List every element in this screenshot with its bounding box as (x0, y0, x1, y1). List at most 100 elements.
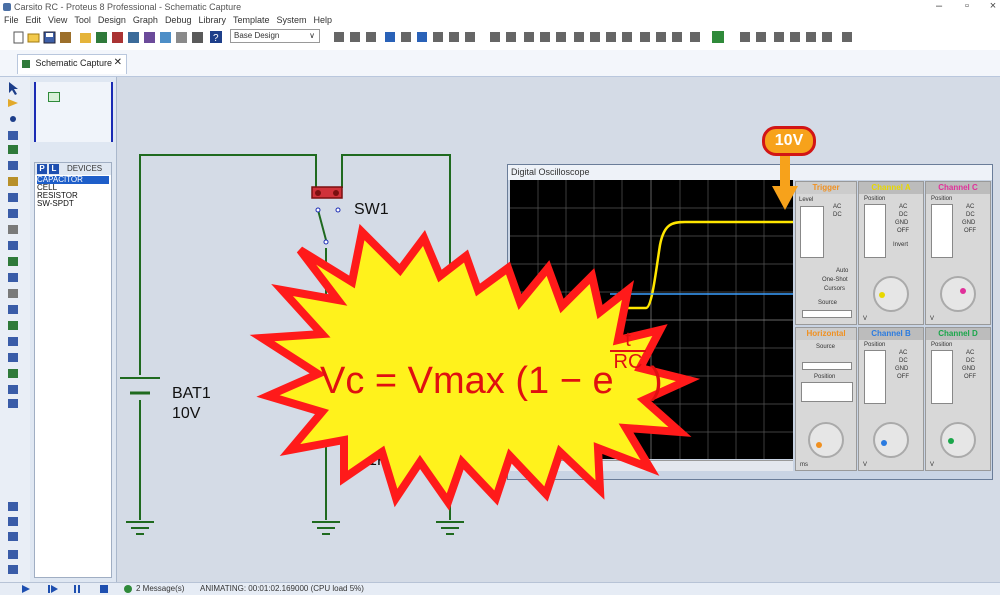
gerber-icon[interactable] (144, 32, 155, 43)
channel-c-position-dial[interactable] (931, 204, 953, 258)
overview-window[interactable] (34, 82, 113, 142)
help-icon[interactable]: ? (210, 31, 222, 44)
chevron-down-icon: ∨ (309, 31, 315, 40)
channel-c-gnd-label: GND (962, 220, 976, 226)
horizontal-unit: ms (800, 462, 808, 468)
channel-b-gnd-label: GND (895, 366, 909, 372)
channel-d-gnd-label: GND (962, 366, 976, 372)
toolbar: ? Base Design ∨ (0, 27, 1000, 47)
menu-design[interactable]: Design (97, 15, 126, 25)
tab-close-icon[interactable]: ✕ (113, 57, 122, 68)
channel-b-heading: Channel B (859, 328, 923, 340)
battery-label: BAT1 (172, 385, 211, 402)
menu-system[interactable]: System (276, 15, 307, 25)
formula-close-paren: ) (650, 360, 663, 402)
toolbar-group-2[interactable] (334, 31, 852, 43)
side-panel: P L DEVICES CAPACITOR CELL RESISTOR SW-S… (30, 77, 117, 582)
menu-graph[interactable]: Graph (132, 15, 158, 25)
step-button[interactable] (48, 585, 58, 593)
switch-label: SW1 (354, 201, 389, 218)
bom-icon[interactable] (160, 32, 171, 43)
channel-d-unit: V (930, 462, 935, 468)
channel-b-unit: V (863, 462, 868, 468)
message-count[interactable]: 2 Message(s) (136, 584, 185, 593)
channel-c-position-label: Position (931, 196, 953, 202)
minimize-button[interactable]: – (935, 0, 943, 12)
schematic-icon[interactable] (96, 32, 107, 43)
source-icon[interactable] (192, 32, 203, 43)
battery-value: 10V (172, 405, 201, 422)
mode-tool-icons (8, 82, 18, 574)
mode-tools[interactable] (8, 131, 18, 408)
horizontal-heading: Horizontal (796, 328, 856, 340)
close-button[interactable]: × (989, 0, 997, 12)
new-file-icon[interactable] (13, 31, 24, 44)
menu-edit[interactable]: Edit (25, 15, 42, 25)
home-icon[interactable] (80, 33, 91, 43)
battery-bat1[interactable] (120, 377, 160, 395)
selection-mode-icon[interactable] (9, 82, 18, 95)
maximize-button[interactable]: ▫ (965, 0, 969, 12)
title-bar: Carsito RC - Proteus 8 Professional - Sc… (0, 0, 1000, 14)
channel-c-volts-knob[interactable] (940, 276, 976, 312)
menu-file[interactable]: File (4, 15, 19, 25)
list-item[interactable]: CELL (37, 183, 58, 192)
pause-button[interactable] (74, 585, 80, 593)
devices-list[interactable]: P L DEVICES CAPACITOR CELL RESISTOR SW-S… (34, 162, 112, 578)
channel-b-panel: Channel B Position AC DC GND OFF V (858, 327, 924, 471)
knob-indicator-icon (960, 288, 966, 294)
pick-devices-button[interactable]: P (37, 164, 47, 174)
list-item[interactable]: SW-SPDT (37, 199, 74, 208)
channel-d-volts-knob[interactable] (940, 422, 976, 458)
design-select[interactable]: Base Design ∨ (230, 29, 320, 43)
horizontal-source-slider[interactable] (802, 362, 852, 370)
menu-help[interactable]: Help (313, 15, 333, 25)
trigger-auto-label: Auto (836, 268, 849, 274)
menu-library[interactable]: Library (198, 15, 226, 25)
devices-header: P L DEVICES (35, 163, 111, 175)
voltage-callout: 10V (762, 126, 816, 156)
channel-b-volts-knob[interactable] (873, 422, 909, 458)
list-item[interactable]: CAPACITOR (37, 176, 109, 184)
component-mode-icon[interactable] (8, 99, 18, 107)
channel-b-off-label: OFF (897, 374, 909, 380)
menu-view[interactable]: View (48, 15, 68, 25)
channel-c-dc-label: DC (966, 212, 975, 218)
library-manager-button[interactable]: L (49, 164, 59, 174)
channel-d-off-label: OFF (964, 374, 976, 380)
horizontal-position-dial[interactable] (801, 382, 853, 402)
simulation-status: ANIMATING: 00:01:02.169000 (CPU load 5%) (200, 584, 364, 593)
tab-schematic-capture[interactable]: Schematic Capture ✕ (17, 54, 127, 74)
oscilloscope-title: Digital Oscilloscope (508, 165, 992, 180)
channel-d-position-dial[interactable] (931, 350, 953, 404)
junction-mode-icon[interactable] (10, 116, 16, 122)
open-folder-icon[interactable] (27, 33, 40, 43)
import-icon[interactable] (60, 32, 71, 43)
3d-icon[interactable] (128, 32, 139, 43)
trigger-level-dial[interactable] (800, 206, 824, 258)
horizontal-time-knob[interactable] (808, 422, 844, 458)
list-item[interactable]: RESISTOR (37, 191, 78, 200)
trigger-dc-label: DC (833, 212, 842, 218)
channel-a-volts-knob[interactable] (873, 276, 909, 312)
save-icon[interactable] (43, 31, 56, 44)
channel-a-position-dial[interactable] (864, 204, 886, 258)
menu-template[interactable]: Template (232, 15, 270, 25)
channel-c-unit: V (930, 316, 935, 322)
app-logo-icon (3, 3, 11, 11)
channel-b-position-dial[interactable] (864, 350, 886, 404)
pcb-icon[interactable] (112, 32, 123, 43)
play-button[interactable] (22, 585, 30, 593)
trigger-source-slider[interactable] (802, 310, 852, 318)
channel-d-ac-label: AC (966, 350, 975, 356)
trigger-cursors-label: Cursors (824, 286, 846, 292)
notes-icon[interactable] (176, 32, 187, 43)
menu-debug[interactable]: Debug (164, 15, 192, 25)
channel-c-heading: Channel C (926, 182, 990, 194)
stop-button[interactable] (100, 585, 108, 593)
menu-tool[interactable]: Tool (74, 15, 91, 25)
mode-toolbar (0, 77, 31, 582)
switch-sw1[interactable] (311, 186, 343, 245)
rotate-tools[interactable] (8, 502, 18, 574)
tab-label: Schematic Capture (35, 58, 113, 68)
